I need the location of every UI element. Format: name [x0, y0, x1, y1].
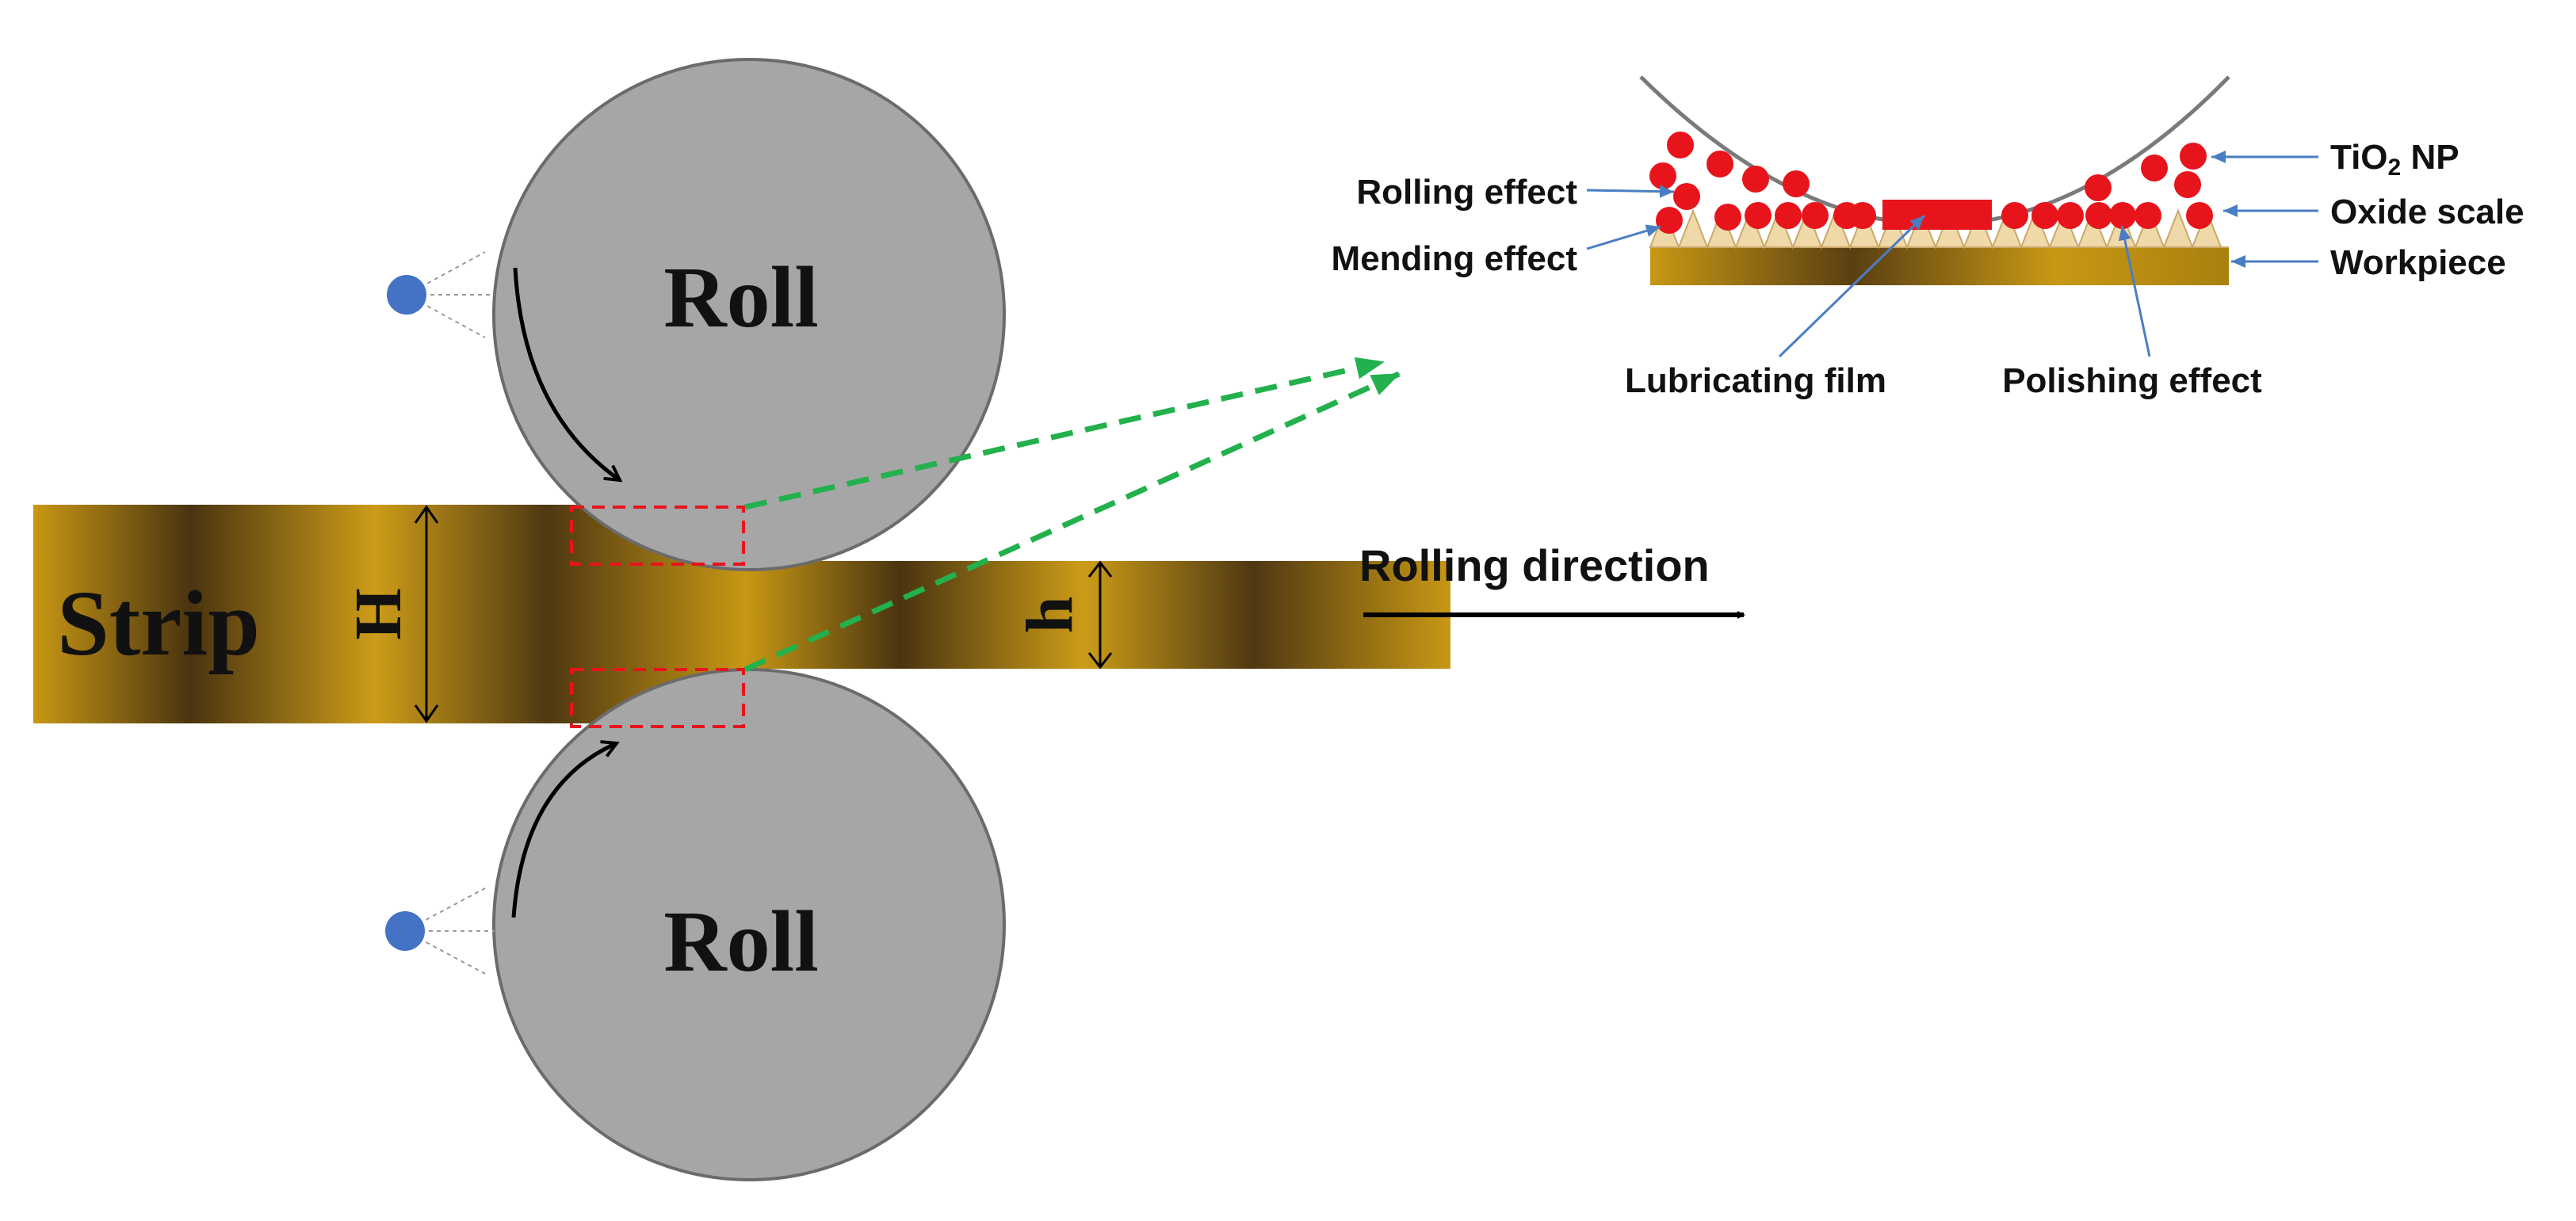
nanoparticle [1742, 166, 1769, 193]
nanoparticle [2031, 202, 2058, 229]
inset-leader-lines [1586, 151, 2318, 358]
strip-exit-section [745, 561, 1450, 669]
polishing-effect-label: Polishing effect [2002, 361, 2262, 400]
nanoparticle [1714, 204, 1741, 231]
nanoparticle [1775, 202, 1802, 229]
nanoparticle [2109, 202, 2136, 229]
lower-contact-zone-box [570, 668, 745, 728]
nanoparticle [2085, 174, 2112, 201]
nanoparticle [1673, 183, 1700, 210]
inset-tio2-nanoparticles [1649, 132, 2213, 234]
exit-thickness-dimension: h [1013, 560, 1113, 670]
rolling-effect-label: Rolling effect [1356, 173, 1577, 212]
lower-guide-line [743, 371, 1401, 673]
workpiece-label: Workpiece [2330, 243, 2506, 282]
nanoparticle [2141, 155, 2168, 181]
nanoparticle [2174, 171, 2201, 198]
lower-pivot-dot [385, 911, 425, 951]
rolling-direction: Rolling direction [1359, 540, 1745, 619]
inset-lubricating-film [1882, 200, 1992, 230]
lower-roll-label: Roll [663, 893, 819, 990]
leader-rolling-effect [1586, 185, 1675, 198]
rolling-direction-label: Rolling direction [1359, 540, 1710, 590]
strip-label: Strip [57, 571, 260, 675]
nanoparticle [1656, 207, 1683, 234]
nanoparticle [2186, 202, 2213, 229]
tio2-np-label: TiO2 NP [2330, 138, 2459, 181]
strip [33, 505, 1450, 723]
nanoparticle [2135, 202, 2161, 229]
leader-lubricating-film [1778, 214, 1926, 358]
lower-rotation-arrow [511, 743, 617, 918]
nanoparticle [1707, 151, 1733, 177]
mending-effect-label: Mending effect [1332, 239, 1578, 278]
entry-thickness-label: H [342, 588, 415, 639]
exit-thickness-label: h [1013, 597, 1087, 634]
upper-pivot-dot [387, 275, 426, 315]
lower-pivot [385, 887, 495, 975]
nanoparticle [1667, 132, 1694, 158]
inset-workpiece [1650, 247, 2229, 285]
nanoparticle [1802, 202, 1829, 229]
upper-roll-label: Roll [663, 249, 819, 345]
nanoparticle [1783, 170, 1810, 197]
nanoparticle [2180, 143, 2207, 170]
oxide-scale-label: Oxide scale [2330, 193, 2524, 231]
lubricating-film-label: Lubricating film [1625, 361, 1886, 400]
nanoparticle [1649, 162, 1676, 189]
nanoparticle [2085, 202, 2112, 229]
leader-polishing-effect [2118, 225, 2151, 357]
entry-thickness-dimension: H [342, 505, 439, 723]
nanoparticle [1745, 202, 1771, 229]
upper-pivot [387, 251, 495, 338]
leader-mending-effect [1586, 224, 1661, 250]
strip-entry-section [33, 505, 747, 723]
upper-roll [492, 58, 1006, 571]
upper-contact-zone-box [570, 506, 745, 566]
inset-contact-zone: TiO2 NP Oxide scale Workpiece Rolling ef… [1332, 75, 2524, 400]
nanoparticle [2001, 202, 2028, 229]
nanoparticle [1849, 202, 1876, 229]
upper-rotation-arrow [513, 267, 620, 480]
upper-guide-line [744, 357, 1385, 510]
nanoparticle [2057, 202, 2084, 229]
